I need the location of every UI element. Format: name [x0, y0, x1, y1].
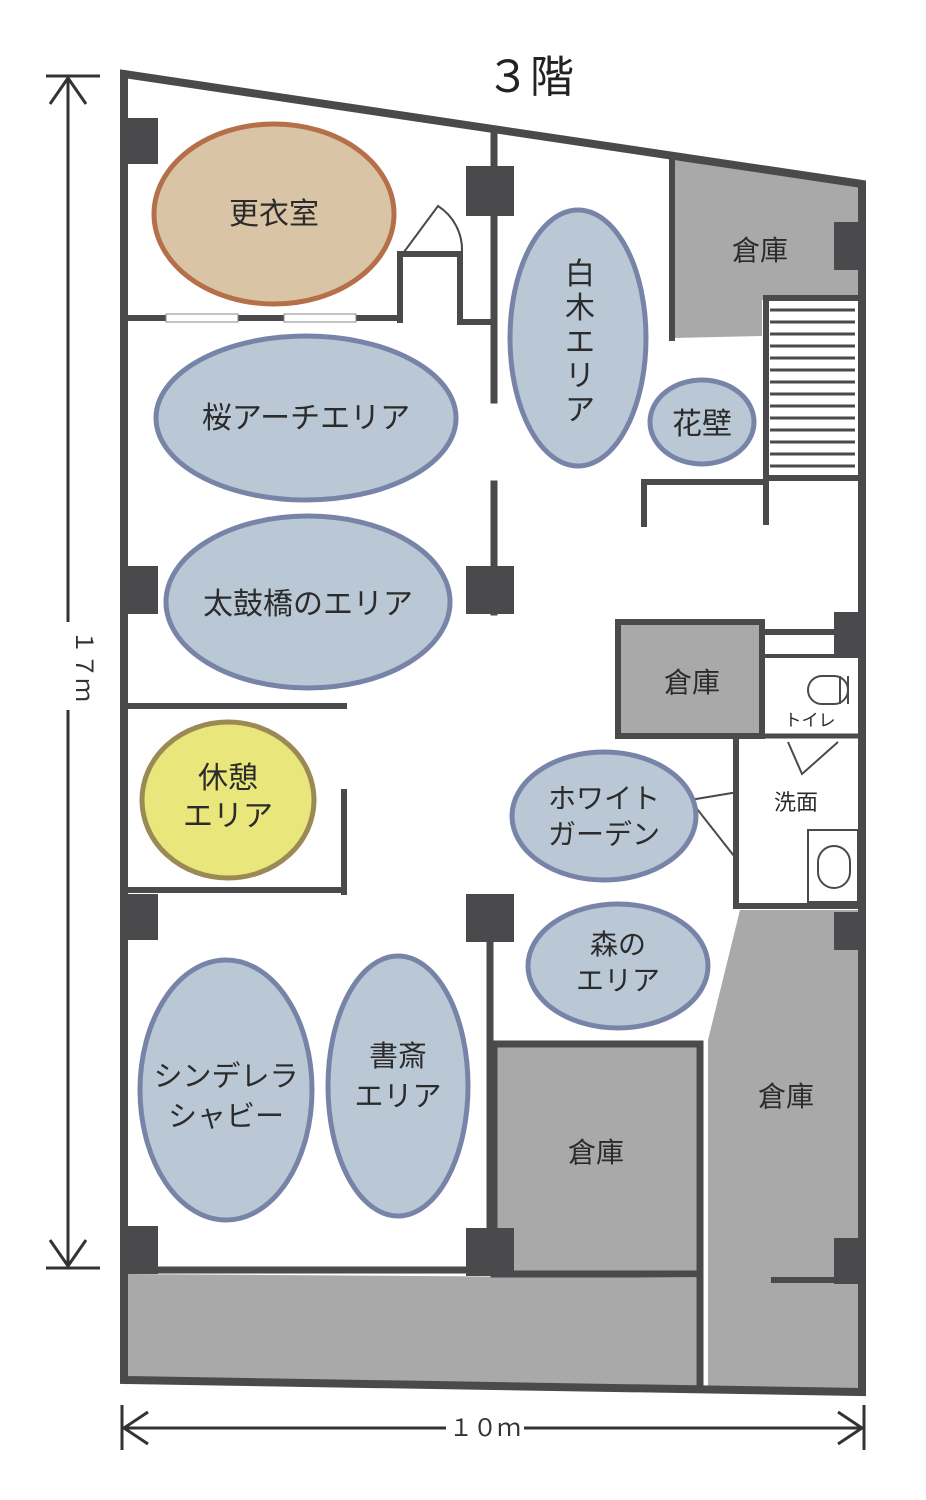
floor-title: ３階 [486, 52, 574, 103]
shiraki-label-2: 木 [565, 291, 595, 326]
height-dimension: １７ｍ [46, 74, 100, 1270]
white-garden-label-1: ホワイト [548, 782, 660, 815]
shiraki-area [507, 207, 649, 469]
storage-bottom-center-label: 倉庫 [568, 1136, 624, 1169]
shiraki-label-5: ア [565, 393, 595, 428]
washroom-label: 洗面 [774, 791, 818, 816]
changing-room-area [151, 121, 397, 307]
taikobashi-label: 太鼓橋のエリア [203, 587, 413, 622]
forest-area [525, 901, 711, 1031]
forest-label-1: 森の [590, 928, 646, 961]
study-area [325, 953, 471, 1219]
storage-bottom-right-label: 倉庫 [758, 1080, 814, 1113]
sakura-arch-area [153, 333, 459, 503]
flower-wall-area [647, 377, 757, 467]
white-garden-area [509, 749, 699, 883]
cinderella-shabby-area [137, 957, 315, 1223]
rest-label-line1: 休憩 [198, 761, 258, 796]
staircase [770, 308, 855, 468]
shiraki-label-4: リ [565, 359, 595, 394]
width-dimension: １０ｍ [120, 1405, 866, 1450]
flower-wall-label: 花壁 [672, 407, 732, 442]
cinderella-label-2: シャビー [168, 1099, 284, 1133]
sakura-arch-label: 桜アーチエリア [202, 401, 410, 436]
pillars [124, 118, 862, 1284]
taikobashi-area [163, 513, 453, 691]
storage-mid [618, 622, 762, 736]
rest-area [139, 719, 317, 881]
shiraki-label-3: エ [565, 325, 595, 360]
forest-label-2: エリア [576, 964, 660, 997]
changing-room-label: 更衣室 [229, 197, 319, 232]
height-label: １７ｍ [70, 630, 98, 702]
study-label-2: エリア [354, 1079, 441, 1113]
toilet-label: トイレ [785, 711, 836, 731]
storage-top-right [672, 160, 858, 338]
storage-mid-label: 倉庫 [664, 666, 720, 699]
windows [165, 313, 357, 323]
storage-bottom-strip [126, 1274, 700, 1388]
toilet-fixture [807, 675, 849, 705]
storage-fills [126, 160, 858, 1390]
white-garden-label-2: ガーデン [548, 818, 660, 851]
cinderella-label-1: シンデレラ [153, 1059, 298, 1093]
study-label-1: 書斎 [369, 1039, 427, 1073]
storage-bottom-right [708, 910, 858, 1390]
washbasin [807, 829, 859, 903]
storage-bottom-center [494, 1044, 700, 1274]
shiraki-label-1: 白 [565, 257, 595, 292]
width-label: １０ｍ [449, 1414, 521, 1442]
rest-label-line2: エリア [183, 799, 273, 834]
storage-top-right-label: 倉庫 [732, 234, 788, 267]
